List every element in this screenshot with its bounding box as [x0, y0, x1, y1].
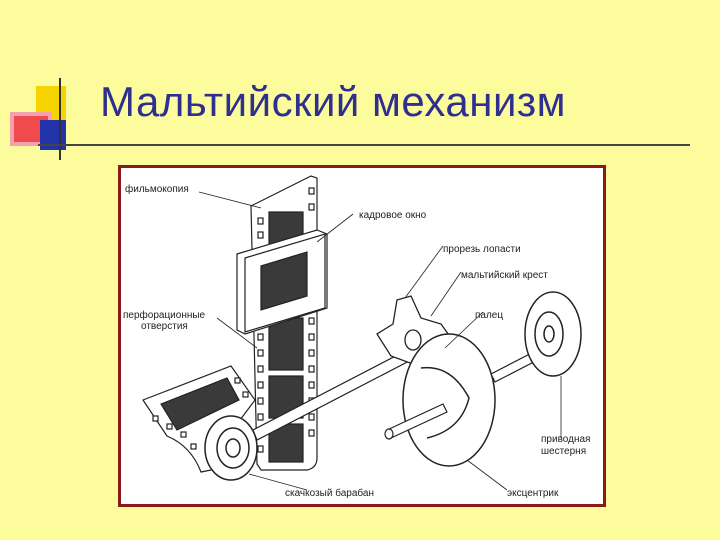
- label-drive-gear-line2: шестерня: [541, 446, 586, 457]
- sprocket-drum: [204, 415, 258, 481]
- maltese-mechanism-diagram: фильмокопия кадровое окно прорезь лопаст…: [118, 165, 606, 507]
- label-eccentric: эксцентрик: [507, 488, 559, 499]
- diagram-drawing: фильмокопия кадровое окно прорезь лопаст…: [123, 175, 590, 499]
- label-drive-gear-line1: приводная: [541, 434, 590, 445]
- leader-lines: [198, 191, 562, 491]
- label-frame-window: кадровое окно: [359, 210, 427, 221]
- label-filmcopy: фильмокопия: [125, 183, 189, 195]
- label-sprocket: скачкозый барабан: [285, 487, 374, 499]
- eccentric-axle: [384, 403, 448, 440]
- drive-gear: [524, 291, 582, 377]
- label-perforation-line1: перфорационные: [123, 309, 206, 321]
- label-maltese-cross: мальтийский крест: [461, 270, 548, 281]
- label-blade-slot: прорезь лопасти: [443, 244, 521, 255]
- eccentric-disc: [402, 333, 496, 467]
- label-perforation-line2: отверстия: [141, 321, 188, 332]
- label-pin: палец: [475, 310, 503, 321]
- slide-title: Мальтийский механизм: [100, 78, 567, 125]
- frame-window-gate: [236, 229, 328, 335]
